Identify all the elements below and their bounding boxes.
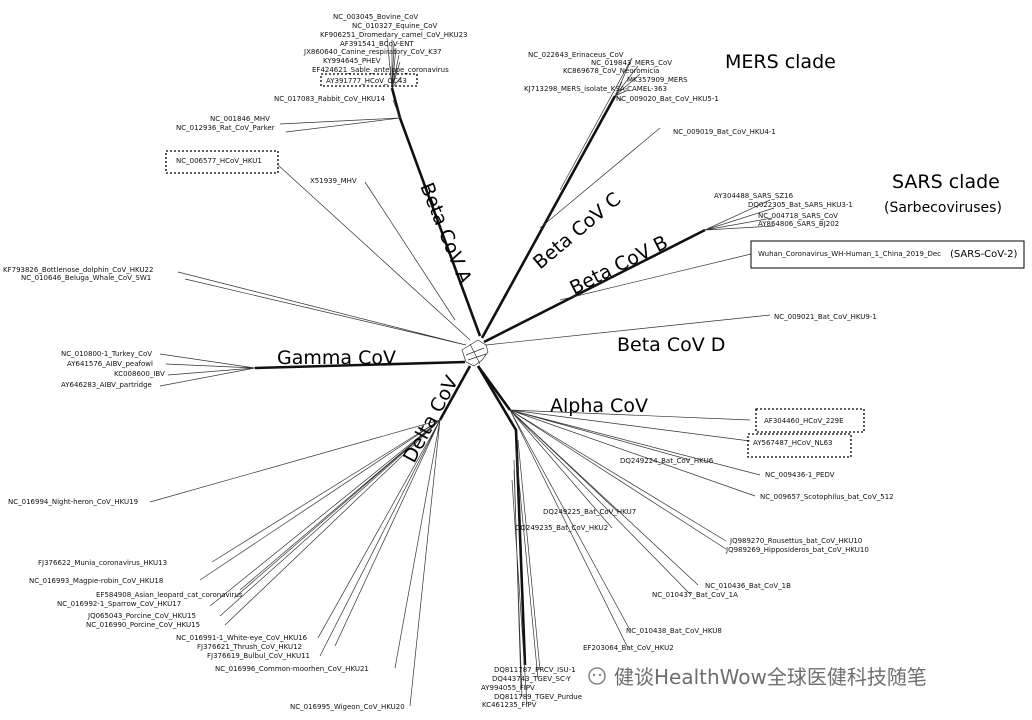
box-hcov-hku1	[165, 150, 279, 174]
leaf-label: DQ249224_Bat_CoV_HKU6	[620, 457, 714, 465]
watermark-text: 健谈HealthWow全球医健科技随笔	[614, 665, 927, 689]
sars-cov-2-tag: (SARS-CoV-2)	[950, 249, 1018, 260]
leaf-label: NC_016994_Night-heron_CoV_HKU19	[8, 498, 138, 506]
leaf-label: NC_016995_Wigeon_CoV_HKU20	[290, 703, 405, 711]
watermark: 健谈HealthWow全球医健科技随笔	[588, 665, 927, 689]
leaf-label: NC_022643_Erinaceus_CoV	[528, 51, 624, 59]
leaf-label: EF424621_Sable_antelope_coronavirus	[312, 66, 449, 74]
leaf-label: AY864806_SARS_BJ202	[758, 220, 839, 228]
leaf-label: KC869678_CoV_Neoromicia	[563, 67, 659, 75]
leaf-label: NC_009021_Bat_CoV_HKU9-1	[774, 313, 877, 321]
leaf-label: X51939_MHV	[310, 177, 357, 185]
box-hcov-oc43	[320, 73, 418, 87]
leaf-label: NC_003045_Bovine_CoV	[333, 13, 418, 21]
leaf-label: Wuhan_Coronavirus_WH-Human_1_China_2019_…	[758, 250, 941, 258]
leaf-label: MK357909_MERS	[627, 76, 688, 84]
annotations: MERS clade SARS clade (Sarbecoviruses) (…	[725, 51, 1018, 260]
highlight-boxes	[165, 73, 1025, 458]
leaf-label: NC_016993_Magpie-robin_CoV_HKU18	[29, 577, 163, 585]
leaf-label: KC008600_IBV	[114, 370, 165, 378]
leaf-label: AF304460_HCoV_229E	[764, 417, 844, 425]
leaf-label: NC_009019_Bat_CoV_HKU4-1	[673, 128, 776, 136]
leaf-label: JQ989269_Hipposideros_bat_CoV_HKU10	[725, 546, 869, 554]
clade-label-gamma: Gamma CoV	[277, 347, 396, 369]
clade-label-beta-a: Beta CoV A	[415, 180, 475, 287]
leaf-label: NC_009657_Scotophilus_bat_CoV_512	[760, 493, 894, 501]
leaf-label: NC_010800-1_Turkey_CoV	[61, 350, 152, 358]
leaf-label: NC_010327_Equine_CoV	[352, 22, 438, 30]
box-hcov-229e	[755, 408, 865, 433]
leaf-label: DQ811787_PRCV_ISU-1	[494, 666, 576, 674]
leaf-label: NC_010436_Bat_CoV_1B	[705, 582, 791, 590]
leaf-label: EF203064_Bat_CoV_HKU2	[583, 644, 674, 652]
wechat-logo-icon	[588, 667, 606, 685]
sars-clade-label: SARS clade	[892, 171, 1000, 193]
leaf-label: DQ249235_Bat_CoV_HKU2	[515, 524, 608, 532]
leaf-label: NC_006577_HCoV_HKU1	[176, 157, 262, 165]
leaf-label: FJ376622_Munia_coronavirus_HKU13	[38, 559, 167, 567]
sarbecovirus-label: (Sarbecoviruses)	[884, 200, 1002, 216]
leaf-label: EF584908_Asian_leopard_cat_coronavirus	[96, 591, 243, 599]
leaf-label: FJ376619_Bulbul_CoV_HKU11	[207, 652, 310, 660]
clade-label-beta-b: Beta CoV B	[566, 231, 671, 299]
leaf-label: NC_016992-1_Sparrow_CoV_HKU17	[57, 600, 181, 608]
leaf-label: KY994645_PHEV	[323, 57, 381, 65]
tree-branches	[149, 37, 775, 707]
clade-label-delta: Delta CoV	[399, 372, 463, 466]
leaf-label: NC_004718_SARS_CoV	[758, 212, 838, 220]
leaf-label: NC_010437_Bat_CoV_1A	[652, 591, 738, 599]
leaf-label: AY641576_AIBV_peafowl	[67, 360, 153, 368]
box-sars-cov-2	[750, 240, 1025, 269]
leaf-label: AY646283_AIBV_partridge	[61, 381, 152, 389]
box-hcov-nl63	[747, 433, 852, 458]
leaf-label: NC_016991-1_White-eye_CoV_HKU16	[176, 634, 308, 642]
leaf-label: NC_017083_Rabbit_CoV_HKU14	[274, 95, 386, 103]
leaf-label: NC_010438_Bat_CoV_HKU8	[626, 627, 722, 635]
leaf-label: AF391541_BCoV-ENT	[340, 40, 414, 48]
leaf-label: AY304488_SARS_SZ16	[714, 192, 794, 200]
leaf-label: NC_012936_Rat_CoV_Parker	[176, 124, 275, 132]
leaf-label: KC461235_FIPV	[482, 701, 537, 709]
leaf-label: NC_016996_Common-moorhen_CoV_HKU21	[215, 665, 369, 673]
leaf-label: AY994055_FIPV	[481, 684, 535, 692]
leaf-label: NC_009020_Bat_CoV_HKU5-1	[616, 95, 719, 103]
leaf-label: JX860640_Canine_respiratory_CoV_K37	[303, 48, 442, 56]
leaf-label: FJ376621_Thrush_CoV_HKU12	[197, 643, 302, 651]
clade-label-beta-d: Beta CoV D	[617, 334, 725, 356]
leaf-label: NC_010646_Beluga_Whale_CoV_SW1	[21, 274, 151, 282]
leaf-label: DQ249225_Bat_CoV_HKU7	[543, 508, 636, 516]
leaf-label: AY391777_HCoV_OC43	[326, 77, 407, 85]
leaf-label: NC_016990_Porcine_CoV_HKU15	[86, 621, 200, 629]
leaf-label: DQ443743_TGEV_SC-Y	[492, 675, 572, 683]
leaf-label: NC_009436-1_PEDV	[765, 471, 835, 479]
leaf-label: NC_019843_MERS_CoV	[591, 59, 672, 67]
leaf-label: DQ811789_TGEV_Purdue	[494, 693, 582, 701]
leaf-label: JQ065043_Porcine_CoV_HKU15	[87, 612, 196, 620]
mers-clade-label: MERS clade	[725, 51, 836, 73]
leaf-label: JQ989270_Rousettus_bat_CoV_HKU10	[729, 537, 862, 545]
leaf-label: DQ022305_Bat_SARS_HKU3-1	[748, 201, 853, 209]
leaf-label: KF906251_Dromedary_camel_CoV_HKU23	[320, 31, 467, 39]
leaf-label: AY567487_HCoV_NL63	[753, 439, 833, 447]
clade-labels: Beta CoV A Beta CoV C Beta CoV B Beta Co…	[277, 180, 725, 467]
leaf-label: KJ713298_MERS_isolate_KSA-CAMEL-363	[524, 85, 667, 93]
clade-label-alpha: Alpha CoV	[550, 395, 648, 417]
leaf-label: KF793826_Bottlenose_dolphin_CoV_HKU22	[3, 266, 153, 274]
leaf-label: NC_001846_MHV	[210, 115, 270, 123]
leaf-labels: NC_003045_Bovine_CoV NC_010327_Equine_Co…	[3, 13, 941, 711]
